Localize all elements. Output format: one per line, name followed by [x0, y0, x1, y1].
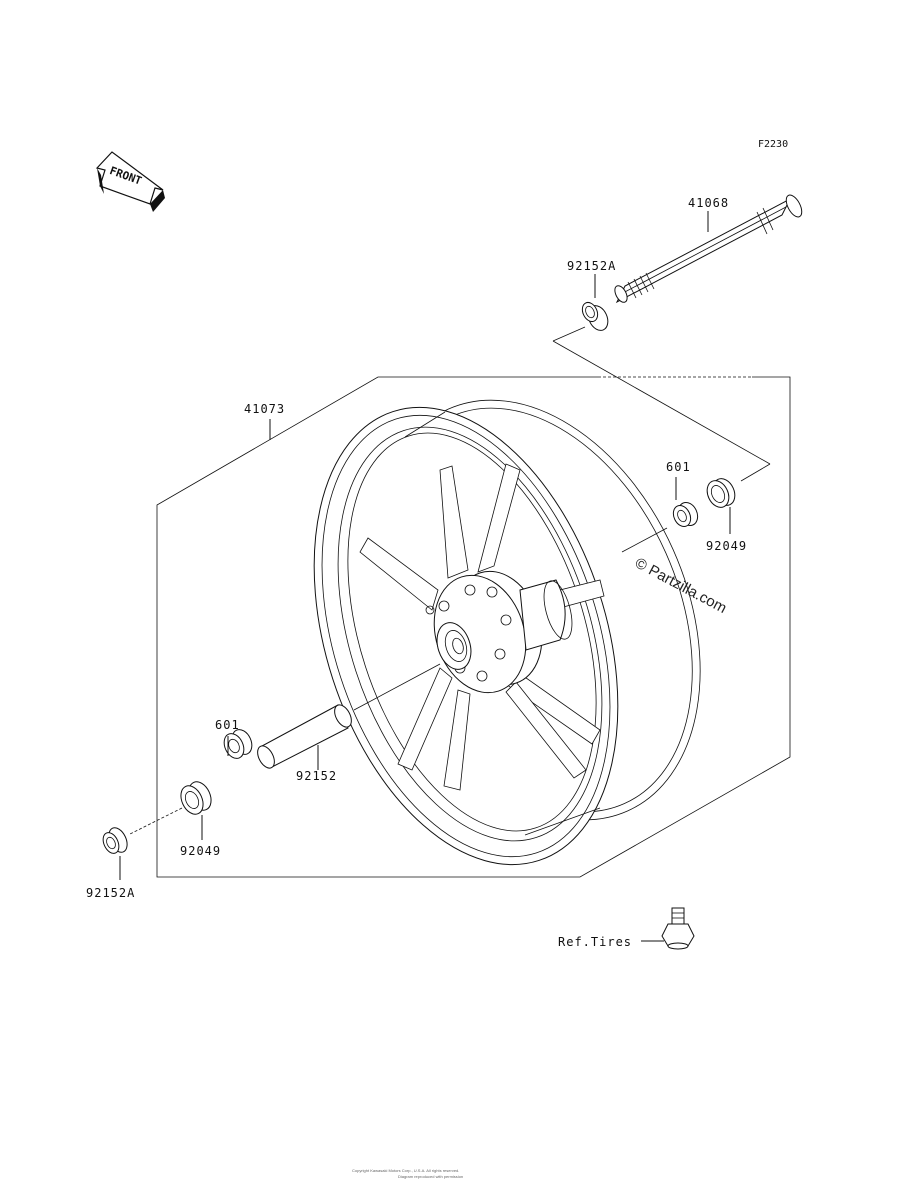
wheel[interactable] [260, 349, 763, 904]
bearing-right[interactable] [670, 499, 701, 529]
label-92152A-bottom: 92152A [86, 886, 135, 900]
collar-bottom[interactable] [100, 825, 131, 856]
label-92049-left: 92049 [180, 844, 221, 858]
label-601-left: 601 [215, 718, 240, 732]
label-41073: 41073 [244, 402, 285, 416]
collar-top[interactable] [579, 300, 611, 334]
seal-left[interactable] [177, 778, 216, 818]
spacer[interactable] [254, 702, 355, 771]
valve-stem[interactable] [661, 907, 695, 950]
diagram-code: F2230 [758, 139, 788, 150]
watermark: © Partzilla.com [632, 555, 729, 617]
label-41068: 41068 [688, 196, 729, 210]
footer-line-1: Copyright Kawasaki Motors Corp., U.S.A. … [352, 1168, 459, 1173]
axle[interactable] [612, 193, 805, 305]
label-92049-right: 92049 [706, 539, 747, 553]
label-601-right: 601 [666, 460, 691, 474]
bearing-left[interactable] [220, 726, 255, 761]
front-arrow-icon: FRONT [95, 151, 165, 212]
label-92152A-top: 92152A [567, 259, 616, 273]
label-92152: 92152 [296, 769, 337, 783]
label-ref-tires: Ref.Tires [558, 935, 632, 949]
footer-line-2: Diagram reproduced with permission [398, 1174, 463, 1179]
seal-right[interactable] [703, 475, 739, 511]
